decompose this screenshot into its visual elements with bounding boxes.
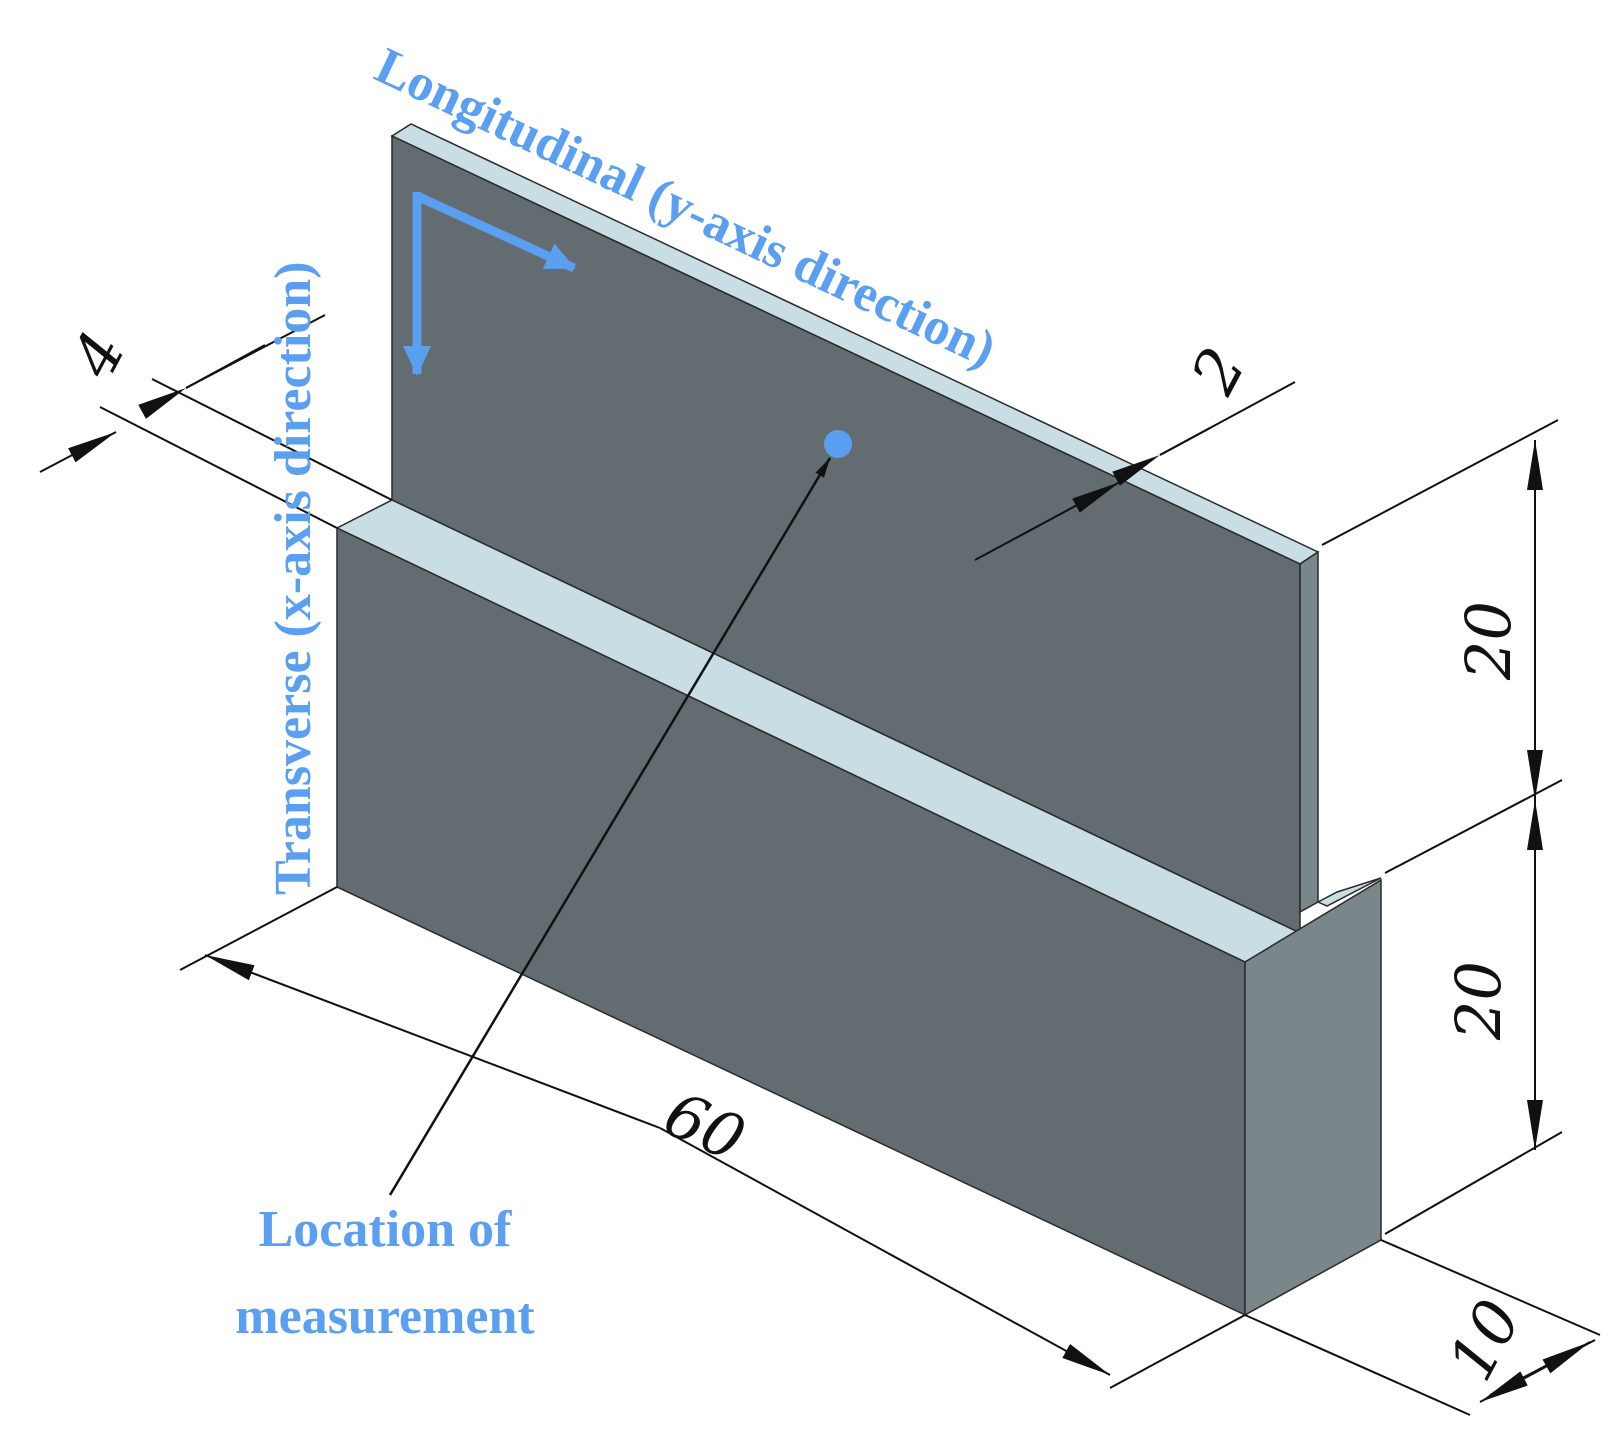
measurement-point-dot (824, 430, 852, 458)
dimension-thickness-top: 4 (39, 314, 393, 529)
dim-label-4: 4 (56, 320, 139, 390)
web-side-face (1299, 550, 1319, 914)
dim-label-web-height: 20 (1452, 601, 1525, 681)
dim-label-60: 60 (654, 1077, 756, 1176)
dim-label-2: 2 (1176, 336, 1259, 406)
measurement-location (388, 430, 852, 1196)
dim-label-10: 10 (1434, 1288, 1535, 1392)
specimen-solid (335, 123, 1382, 1317)
base-top-face-right (1316, 877, 1382, 907)
longitudinal-axis-arrow (415, 191, 576, 273)
location-label-line1: Location of (259, 1201, 512, 1258)
location-label-line2: measurement (235, 1288, 535, 1345)
transverse-label: Transverse (x-axis direction) (265, 261, 322, 895)
measurement-leader-line (388, 457, 832, 1196)
axis-indicator (403, 191, 576, 376)
dim-label-base-height: 20 (1442, 961, 1515, 1041)
dimension-heights: 20 20 (1321, 419, 1563, 1235)
